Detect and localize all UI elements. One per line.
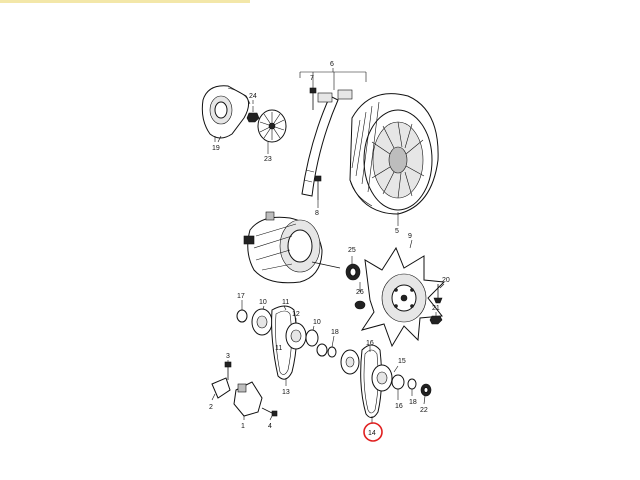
bearing-part-26[interactable] xyxy=(354,282,366,310)
strap-band[interactable] xyxy=(301,89,353,197)
nut-part-22[interactable] xyxy=(420,383,432,397)
fan-hub-part-23[interactable] xyxy=(257,109,287,150)
callout-4: 4 xyxy=(268,423,272,430)
pulley-part-12[interactable] xyxy=(285,322,307,350)
callout-11: 11 xyxy=(275,345,282,352)
bolt-part-4[interactable] xyxy=(261,407,278,417)
callout-16a: 16 xyxy=(366,340,374,347)
belt-part-14[interactable] xyxy=(360,344,383,418)
callout-11b: 11 xyxy=(282,299,289,306)
pulley-part-15b[interactable] xyxy=(371,364,393,392)
callout-26: 26 xyxy=(356,289,364,296)
washer-part-18a[interactable] xyxy=(316,343,337,358)
callout-9: 9 xyxy=(408,233,412,240)
pulley-part-10[interactable] xyxy=(251,308,273,336)
callout-5: 5 xyxy=(395,228,399,235)
nut-part-24[interactable] xyxy=(246,106,260,123)
bracket-part-1[interactable] xyxy=(233,381,263,417)
callout-3: 3 xyxy=(226,353,230,360)
callout-18b: 18 xyxy=(409,399,417,406)
callout-14: 14 xyxy=(368,430,376,437)
bolt-part-20[interactable] xyxy=(433,284,443,304)
callout-20: 20 xyxy=(442,277,450,284)
bolt-part-8[interactable] xyxy=(314,175,322,200)
callout-19: 19 xyxy=(212,145,220,152)
callout-13: 13 xyxy=(282,389,290,396)
callout-15: 15 xyxy=(398,358,406,365)
belt-part-11[interactable] xyxy=(271,305,298,380)
bracket-callout-6 xyxy=(299,68,367,92)
callout-6: 6 xyxy=(330,61,334,68)
washer-part-18b[interactable] xyxy=(407,378,417,390)
fan-wheel[interactable] xyxy=(360,246,446,348)
callout-16: 16 xyxy=(395,403,403,410)
callout-2: 2 xyxy=(209,404,213,411)
alternator-part-9[interactable] xyxy=(243,211,341,284)
bolt-part-7[interactable] xyxy=(309,87,317,110)
fan-housing-part-5[interactable] xyxy=(349,93,439,215)
callout-18: 18 xyxy=(331,329,339,336)
washer-part-13[interactable] xyxy=(305,329,319,347)
highlight-circle-part-14[interactable] xyxy=(363,422,383,442)
callout-17: 17 xyxy=(237,293,245,300)
callout-22: 22 xyxy=(420,407,428,414)
cover-shroud-part-19[interactable] xyxy=(201,85,251,142)
pulley-part-15a[interactable] xyxy=(340,349,360,375)
bracket-part-2[interactable] xyxy=(211,377,231,399)
top-accent-bar xyxy=(0,0,250,3)
callout-25: 25 xyxy=(348,247,356,254)
callout-23: 23 xyxy=(264,156,272,163)
nut-part-21[interactable] xyxy=(429,315,443,325)
callout-10: 10 xyxy=(259,299,267,306)
washer-part-16[interactable] xyxy=(391,374,405,390)
spacer-part-17[interactable] xyxy=(236,304,248,323)
callout-24: 24 xyxy=(249,93,257,100)
callout-7: 7 xyxy=(310,75,314,82)
callout-12: 12 xyxy=(292,311,300,318)
callout-21: 21 xyxy=(432,305,440,312)
callout-labels: 6 7 8 5 19 24 23 9 25 26 20 21 17 10 11 … xyxy=(209,61,450,437)
callout-10b: 10 xyxy=(313,319,321,326)
leader-lines xyxy=(211,100,445,424)
callout-1: 1 xyxy=(241,423,245,430)
nut-part-25[interactable] xyxy=(345,256,361,281)
callout-8: 8 xyxy=(315,210,319,217)
bolt-part-3[interactable] xyxy=(224,361,232,380)
